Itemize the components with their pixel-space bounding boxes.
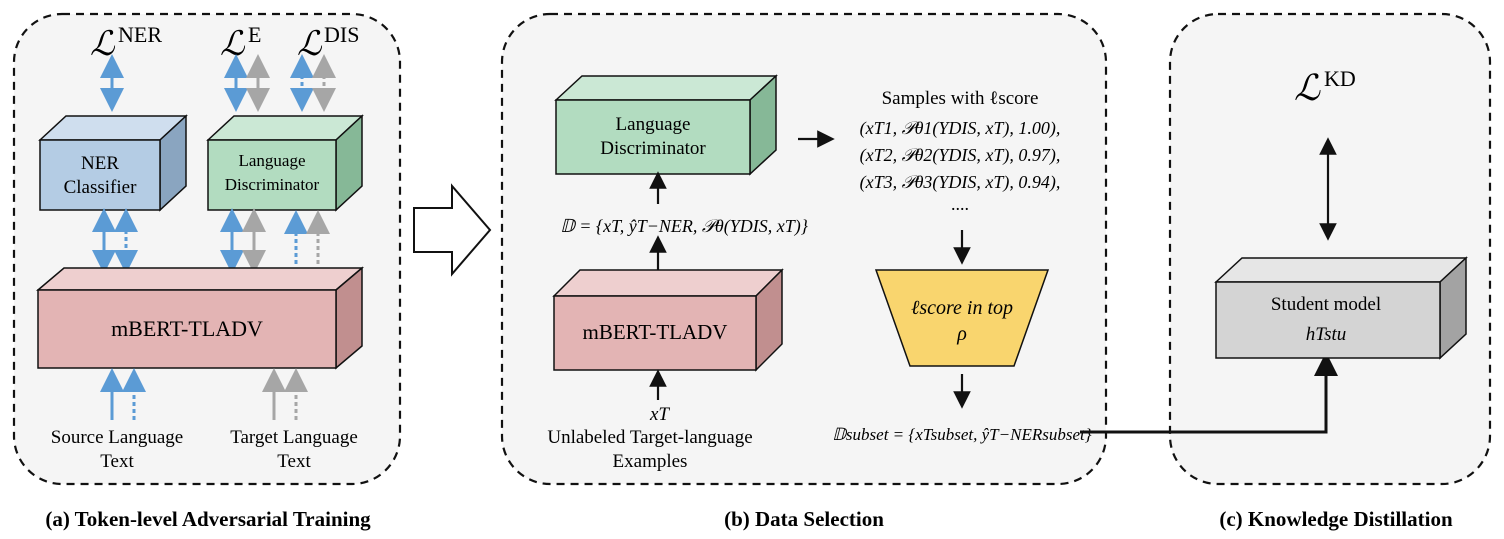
flow-arrow-a-to-b	[413, 183, 492, 277]
loss-kd-label: ℒ KD	[1294, 66, 1356, 108]
sample-row-1: (xT1, 𝒫θ1(YDIS, xT), 1.00),	[860, 118, 1061, 139]
arrow-subset-to-student	[1080, 352, 1338, 434]
encoder-box-b: mBERT-TLADV	[552, 268, 784, 372]
ner-classifier-line2: Classifier	[64, 177, 137, 198]
svg-text:DIS: DIS	[324, 22, 359, 47]
lang-disc-a-line1: Language	[238, 151, 305, 170]
samples-list: (xT1, 𝒫θ1(YDIS, xT), 1.00), (xT2, 𝒫θ2(YDI…	[860, 118, 1061, 193]
lang-disc-b-line2: Discriminator	[600, 138, 706, 159]
loss-ner-label: ℒ NER	[90, 22, 162, 63]
panel-c-frame	[1168, 12, 1492, 486]
caption-b: (b) Data Selection	[724, 507, 884, 531]
svg-text:ℒ: ℒ	[297, 26, 323, 63]
student-line1: Student model	[1271, 294, 1381, 315]
sample-row-3: (xT3, 𝒫θ3(YDIS, xT), 0.94),	[860, 172, 1061, 193]
caption-a: (a) Token-level Adversarial Training	[45, 507, 371, 531]
ner-classifier-line1: NER	[81, 153, 119, 174]
top-rho-filter: ℓscore in top ρ	[874, 269, 1050, 367]
svg-text:ℒ: ℒ	[90, 26, 116, 63]
encoder-box-a: mBERT-TLADV	[35, 266, 365, 370]
sample-row-2: (xT2, 𝒫θ2(YDIS, xT), 0.97),	[860, 145, 1061, 166]
ner-classifier-box: NER Classifier	[38, 114, 188, 212]
caption-c: (c) Knowledge Distillation	[1219, 507, 1453, 531]
subset-formula: 𝔻subset = {xTsubset, ŷT−NERsubset}	[832, 425, 1092, 444]
svg-text:KD: KD	[1324, 66, 1356, 91]
language-discriminator-box-b: Language Discriminator	[554, 74, 778, 176]
encoder-a-label: mBERT-TLADV	[111, 316, 263, 341]
filter-line1: ℓscore in top	[911, 297, 1013, 319]
samples-title: Samples with ℓscore	[882, 88, 1039, 109]
student-line2: hTstu	[1306, 324, 1347, 345]
source-text-line1: Source Language	[51, 427, 183, 448]
target-text-line2: Text	[277, 451, 311, 472]
encoder-b-label: mBERT-TLADV	[583, 320, 728, 344]
input-variable: xT	[649, 404, 670, 425]
source-text-line2: Text	[100, 451, 134, 472]
svg-text:ℒ: ℒ	[220, 26, 246, 63]
svg-text:NER: NER	[118, 22, 162, 47]
filter-line2: ρ	[956, 323, 967, 345]
lang-disc-a-line2: Discriminator	[225, 175, 320, 194]
svg-text:E: E	[248, 22, 261, 47]
target-text-line1: Target Language	[230, 427, 358, 448]
dataset-formula: 𝔻 = {xT, ŷT−NER, 𝒫θ(YDIS, xT)}	[560, 216, 809, 237]
input-label-line2: Examples	[613, 451, 688, 472]
panel-a-frame	[12, 12, 402, 486]
lang-disc-b-line1: Language	[616, 114, 691, 135]
student-model-box: Student model hTstu	[1214, 256, 1468, 360]
svg-text:ℒ: ℒ	[1294, 68, 1321, 108]
language-discriminator-box-a: Language Discriminator	[206, 114, 364, 212]
input-label-line1: Unlabeled Target-language	[547, 427, 752, 448]
samples-ellipsis: ....	[951, 194, 969, 214]
